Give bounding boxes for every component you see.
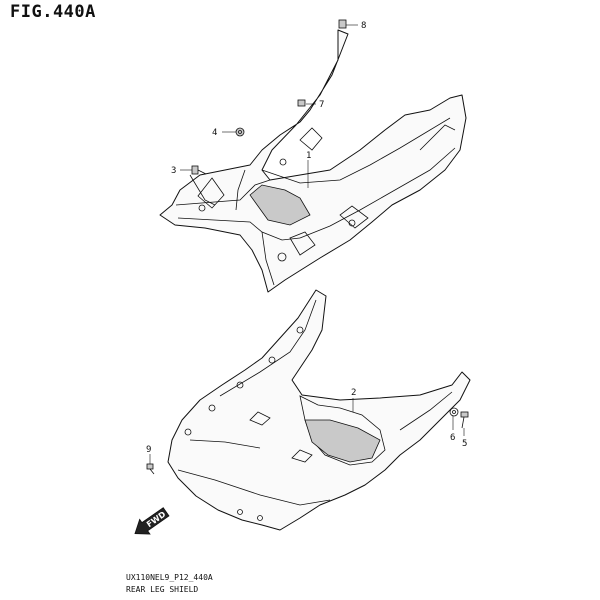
part-1-frame [159, 29, 467, 293]
callout-5: 5 [462, 439, 467, 449]
callout-4: 4 [212, 128, 217, 138]
screw-9-icon [146, 454, 155, 475]
figure-code: UX110NEL9_P12_440A [126, 573, 213, 582]
callout-6: 6 [450, 433, 455, 443]
grommet-4-icon [222, 127, 245, 137]
callout-2: 2 [351, 388, 356, 398]
figure-name: REAR LEG SHIELD [126, 585, 199, 594]
callout-3: 3 [171, 166, 176, 176]
washer-6-icon [449, 407, 459, 430]
screw-7-icon [297, 99, 316, 107]
callout-8: 8 [361, 21, 366, 31]
part-2-lower-shield [167, 289, 471, 531]
figure-title: FIG.440A [10, 2, 96, 22]
bolt-5-icon [460, 411, 469, 436]
callout-7: 7 [319, 100, 324, 110]
fwd-arrow-icon: FWD [134, 507, 170, 535]
clip-8-icon [338, 19, 358, 29]
callout-9: 9 [146, 445, 151, 455]
screw-3-icon [180, 165, 207, 175]
callout-1: 1 [306, 151, 311, 161]
